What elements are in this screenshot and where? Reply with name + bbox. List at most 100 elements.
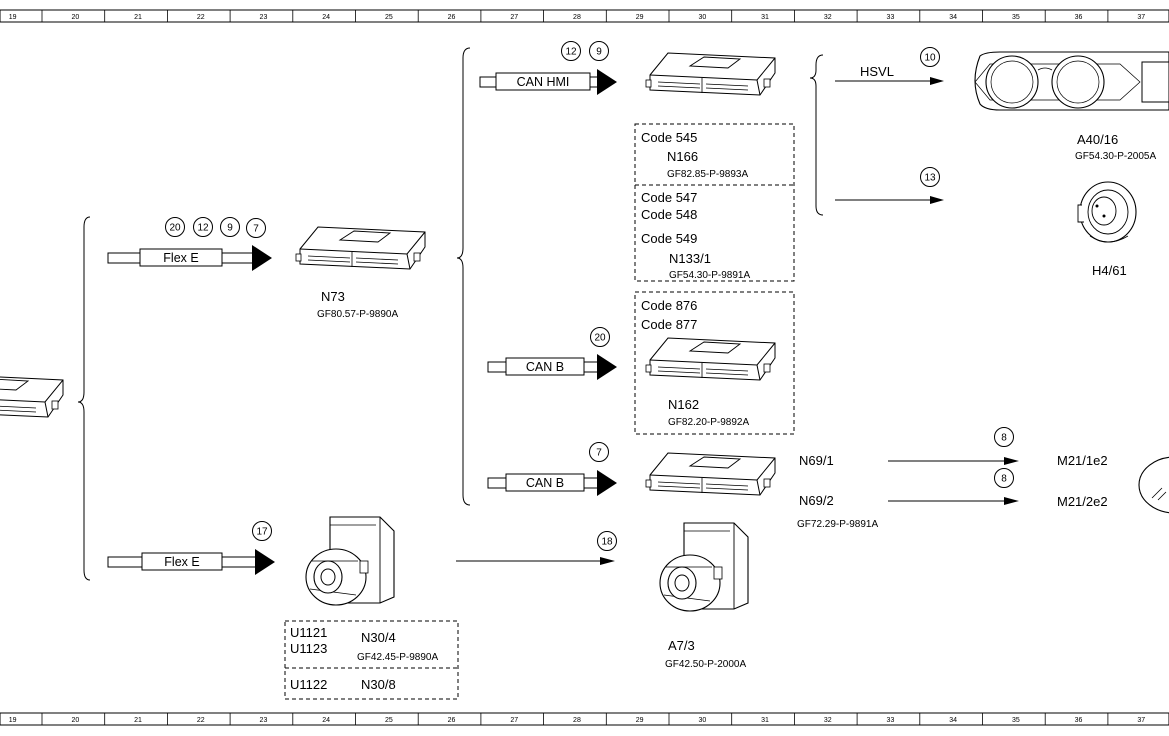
ruler-column-number: 32 — [824, 14, 832, 21]
ruler-column-number: 36 — [1075, 14, 1083, 21]
callout-number: 8 — [1001, 433, 1007, 444]
ruler-column-number: 25 — [385, 14, 393, 21]
callout-number: 12 — [565, 47, 577, 58]
callout-number: 20 — [169, 223, 181, 234]
n162-code-2: Code 877 — [641, 317, 697, 332]
n166-name: N166 — [667, 149, 698, 164]
can-hmi-label: CAN HMI — [517, 75, 570, 89]
callout-circle — [920, 167, 940, 187]
code-box-n30 — [284, 620, 459, 700]
ruler-column-number: 30 — [698, 717, 706, 724]
hsvl-label: HSVL — [860, 64, 894, 79]
callout-number: 10 — [924, 53, 936, 64]
ruler-column-number: 33 — [887, 717, 895, 724]
bus-arrow-flex-e-top: Flex E — [107, 245, 272, 271]
n166-doc: GF82.85-P-9893A — [667, 169, 748, 180]
n30-u1123: U1123 — [290, 641, 327, 656]
partial-motor-icon — [1138, 456, 1169, 514]
callout-circle — [252, 521, 272, 541]
ruler-column-number: 32 — [824, 717, 832, 724]
n30-name: N30/4 — [361, 630, 396, 645]
can-b-mid-label: CAN B — [526, 360, 564, 374]
ruler-column-number: 30 — [698, 14, 706, 21]
code-box-n166-n133 — [634, 123, 795, 282]
flex-e-top-label: Flex E — [163, 251, 198, 265]
ruler-column-number: 29 — [636, 14, 644, 21]
callout-number: 7 — [596, 448, 602, 459]
callout-number: 13 — [924, 173, 936, 184]
callout-number: 17 — [256, 527, 268, 538]
callout-circle — [920, 47, 940, 67]
ruler-column-number: 26 — [448, 14, 456, 21]
n73-control-unit — [295, 226, 426, 270]
line-arrow-m21-2 — [888, 497, 1019, 505]
line-arrow-m21-1 — [888, 457, 1019, 465]
bracket-middle — [456, 47, 471, 506]
ruler-column-number: 28 — [573, 717, 581, 724]
n133-doc: GF54.30-P-9891A — [669, 270, 750, 281]
n166-code-1: Code 545 — [641, 130, 697, 145]
callout-number: 18 — [601, 537, 613, 548]
ruler-column-number: 24 — [322, 717, 330, 724]
line-arrow-hsvl: HSVL — [835, 64, 944, 85]
a7-actuator — [659, 522, 749, 612]
callout-circle — [193, 217, 213, 237]
n133-name: N133/1 — [669, 251, 711, 266]
n30-u1122: U1122 — [290, 677, 327, 692]
callout-circle — [220, 217, 240, 237]
ruler-column-number: 36 — [1075, 717, 1083, 724]
code-box-n162 — [634, 291, 795, 435]
ruler-column-number: 35 — [1012, 717, 1020, 724]
callout-circle — [994, 468, 1014, 488]
bracket-left — [77, 216, 91, 581]
callout-number: 9 — [227, 223, 233, 234]
n162-code-1: Code 876 — [641, 298, 697, 313]
n30-doc: GF42.45-P-9890A — [357, 652, 438, 663]
ruler-column-number: 37 — [1137, 717, 1145, 724]
ruler-column-number: 19 — [9, 14, 17, 21]
n30-u1121: U1121 — [290, 625, 327, 640]
ruler-column-number: 21 — [134, 717, 142, 724]
n133-code-3: Code 549 — [641, 231, 697, 246]
partial-control-unit — [0, 374, 64, 418]
a40-name: A40/16 — [1077, 132, 1118, 147]
ruler-column-number: 25 — [385, 717, 393, 724]
ruler-column-number: 26 — [448, 717, 456, 724]
n73-doc: GF80.57-P-9890A — [317, 309, 398, 320]
bus-arrow-can-b-mid: CAN B — [487, 354, 617, 380]
ruler-column-number: 37 — [1137, 14, 1145, 21]
callout-circle — [165, 217, 185, 237]
ruler-column-number: 27 — [510, 717, 518, 724]
callout-number: 9 — [596, 47, 602, 58]
n69-doc: GF72.29-P-9891A — [797, 519, 878, 530]
callout-circle — [590, 327, 610, 347]
ruler-column-number: 34 — [949, 717, 957, 724]
ruler-column-number: 33 — [887, 14, 895, 21]
ruler-column-number: 29 — [636, 717, 644, 724]
n69-name-1: N69/1 — [799, 453, 834, 468]
ruler-column-number: 24 — [322, 14, 330, 21]
m21-name-2: M21/2e2 — [1057, 494, 1108, 509]
a7-doc: GF42.50-P-2000A — [665, 659, 746, 670]
n30-actuator — [305, 516, 395, 606]
a40-doc: GF54.30-P-2005A — [1075, 151, 1156, 162]
ruler-column-number: 20 — [71, 14, 79, 21]
speaker-icon — [1077, 181, 1137, 243]
callout-circle — [589, 41, 609, 61]
line-arrow-13 — [835, 196, 944, 204]
can-b-low-label: CAN B — [526, 476, 564, 490]
n69-name-2: N69/2 — [799, 493, 834, 508]
ruler-column-number: 21 — [134, 14, 142, 21]
callout-circle — [589, 442, 609, 462]
callout-circle — [246, 218, 266, 238]
ruler-column-number: 35 — [1012, 14, 1020, 21]
bus-arrow-can-hmi: CAN HMI — [479, 69, 617, 95]
ruler-column-number: 27 — [510, 14, 518, 21]
n133-code-2: Code 548 — [641, 207, 697, 222]
instrument-cluster-icon — [974, 51, 1169, 111]
ruler-column-number: 23 — [260, 14, 268, 21]
n30-name-2: N30/8 — [361, 677, 396, 692]
